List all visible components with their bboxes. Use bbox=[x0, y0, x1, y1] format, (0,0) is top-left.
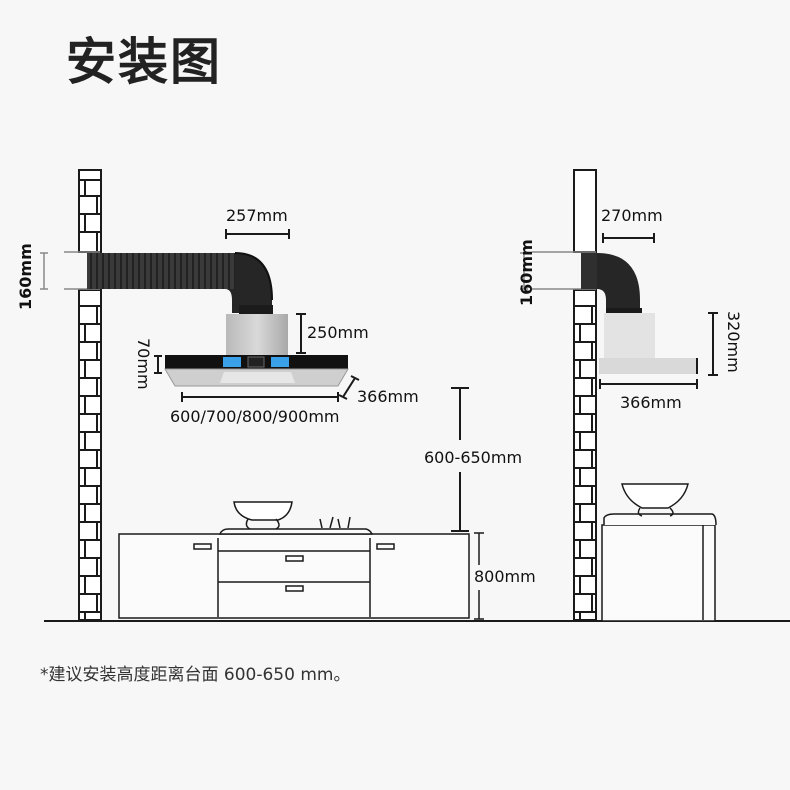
panel-height-label: 70mm bbox=[134, 338, 153, 390]
right-duct-height-label: 160mm bbox=[517, 239, 536, 306]
right-dimension-lines bbox=[520, 233, 718, 389]
right-kitchen-cabinet bbox=[601, 483, 717, 622]
right-brick-wall bbox=[573, 169, 597, 621]
display-center bbox=[247, 356, 265, 368]
left-brick-wall bbox=[78, 169, 102, 621]
display-left bbox=[223, 357, 241, 367]
left-duct-height-label: 160mm bbox=[16, 243, 35, 310]
right-range-hood bbox=[599, 313, 697, 374]
right-duct-offset-label: 270mm bbox=[601, 206, 663, 225]
left-depth-label: 366mm bbox=[357, 387, 419, 406]
right-hood-height-label: 320mm bbox=[724, 311, 743, 373]
hood-chimney bbox=[226, 314, 288, 358]
installation-footnote: *建议安装高度距离台面 600-650 mm。 bbox=[40, 665, 351, 685]
right-exhaust-duct bbox=[532, 251, 642, 315]
install-height-label: 600-650mm bbox=[424, 448, 523, 467]
left-range-hood bbox=[164, 314, 349, 387]
display-right bbox=[271, 357, 289, 367]
hood-width-label: 600/700/800/900mm bbox=[170, 407, 340, 426]
left-kitchen-cabinet bbox=[118, 501, 470, 619]
cabinet-height-label: 800mm bbox=[474, 567, 536, 586]
left-dimension-lines bbox=[40, 229, 484, 620]
left-duct-offset-label: 257mm bbox=[226, 206, 288, 225]
right-depth-label: 366mm bbox=[620, 393, 682, 412]
page-title: 安装图 bbox=[66, 33, 222, 91]
chimney-height-label: 250mm bbox=[307, 323, 369, 342]
left-exhaust-duct bbox=[64, 251, 273, 315]
